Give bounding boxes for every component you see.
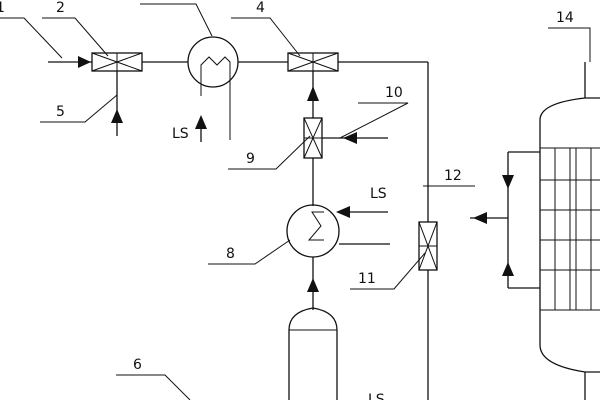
tank-outlet-arrow: [307, 278, 319, 292]
ls-steam-arrow-1: [195, 115, 207, 129]
line-10-arrow: [343, 132, 357, 144]
label-10: 10: [385, 85, 403, 101]
label-ls-2: LS: [370, 186, 387, 202]
valve-11: [418, 221, 438, 271]
exchanger-8: [286, 204, 340, 258]
valve-2: [91, 52, 143, 72]
label-6: 6: [133, 357, 142, 373]
label-ls-3: LS: [368, 392, 385, 400]
ls-steam-arrow-2: [336, 206, 350, 218]
label-ls-1: LS: [172, 126, 189, 142]
jacket-outlet-arrow: [473, 212, 487, 224]
label-9: 9: [246, 151, 255, 167]
jacket-arrow-down: [502, 175, 514, 189]
main-feed-line: [48, 61, 429, 400]
valve-9: [303, 117, 323, 159]
heater-exchanger: [187, 36, 239, 140]
reactor-14: [539, 62, 600, 400]
jacket-arrow-up: [502, 262, 514, 276]
label-5: 5: [56, 104, 65, 120]
label-12: 12: [444, 168, 462, 184]
storage-tank: [288, 307, 338, 400]
feed-inlet-arrow: [78, 56, 91, 68]
valve-4: [287, 52, 339, 72]
line-5-arrow: [111, 109, 123, 123]
label-11: 11: [358, 271, 376, 287]
leader-lines: [0, 3, 591, 400]
branch-arrow-up: [307, 86, 319, 101]
label-1: 1: [0, 0, 5, 16]
label-8: 8: [226, 246, 235, 262]
label-14: 14: [556, 10, 574, 26]
label-2: 2: [56, 0, 65, 16]
label-4: 4: [256, 0, 265, 16]
